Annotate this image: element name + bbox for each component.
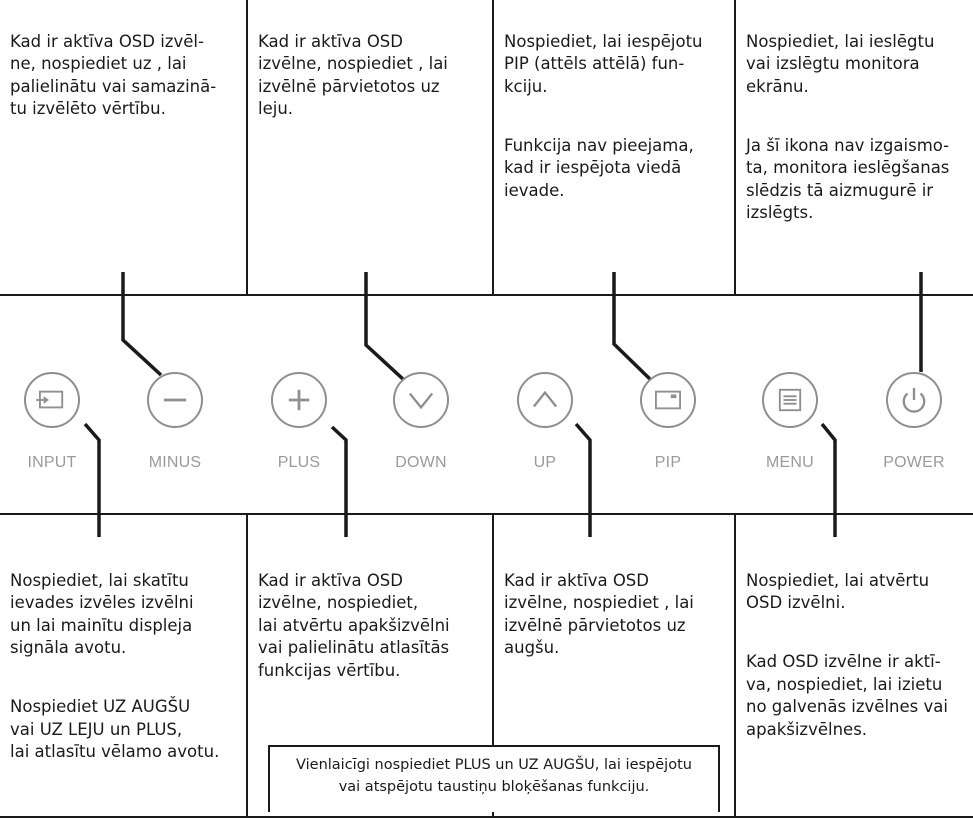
callout-paragraph: Nospiediet UZ AUGŠU vai UZ LEJU un PLUS,… [10, 697, 220, 761]
menu-button[interactable] [762, 372, 818, 428]
leader-line-down [364, 272, 406, 382]
power-button[interactable] [886, 372, 942, 428]
callout-paragraph: Kad ir aktīva OSD izvēl- ne, nospiediet … [10, 31, 217, 119]
pip-label: PIP [654, 454, 682, 471]
callout-paragraph: Ja šī ikona nav izgaismo- ta, monitora i… [746, 135, 950, 223]
top-callout-power-text: Nospiediet, lai ieslēgtu vai izslēgtu mo… [746, 8, 972, 261]
menu-icon [778, 388, 802, 412]
up-label: UP [533, 454, 557, 471]
top-callout-down-text: Kad ir aktīva OSD izvēlne, nospiediet , … [258, 8, 488, 157]
bottom-callout-menu-text: Nospiediet, lai atvērtu OSD izvēlni. Kad… [746, 547, 972, 778]
callout-paragraph: Kad ir aktīva OSD izvēlne, nospiediet, l… [258, 570, 450, 680]
top-callout-minus: Kad ir aktīva OSD izvēl- ne, nospiediet … [0, 0, 248, 296]
callout-paragraph: Kad ir aktīva OSD izvēlne, nospiediet , … [258, 31, 448, 119]
input-icon [36, 390, 64, 409]
minus-label: MINUS [148, 454, 202, 471]
power-label: POWER [883, 454, 945, 471]
bottom-callout-input: Nospiediet, lai skatītu ievades izvēles … [0, 513, 248, 818]
pip-button[interactable] [640, 372, 696, 428]
top-callout-pip-text: Nospiediet, lai iespējotu PIP (attēls at… [504, 8, 730, 239]
menu-label: MENU [766, 454, 814, 471]
top-callout-power: Nospiediet, lai ieslēgtu vai izslēgtu mo… [734, 0, 973, 296]
leader-line-up [574, 422, 592, 537]
bottom-callout-menu: Nospiediet, lai atvērtu OSD izvēlni. Kad… [734, 513, 973, 818]
plus-label: PLUS [277, 454, 321, 471]
down-label: DOWN [395, 454, 447, 471]
leader-line-menu [820, 422, 837, 537]
callout-paragraph: Funkcija nav pieejama, kad ir iespējota … [504, 135, 694, 200]
top-callout-pip: Nospiediet, lai iespējotu PIP (attēls at… [492, 0, 736, 296]
chevron-down-icon [408, 392, 434, 410]
down-button[interactable] [393, 372, 449, 428]
leader-line-plus [330, 425, 348, 537]
bottom-callout-input-text: Nospiediet, lai skatītu ievades izvēles … [10, 547, 242, 800]
power-icon [902, 387, 926, 413]
callout-paragraph: Nospiediet, lai iespējotu PIP (attēls at… [504, 31, 703, 96]
plus-icon [288, 389, 310, 411]
bottom-callout-up-text: Kad ir aktīva OSD izvēlne, nospiediet , … [504, 547, 730, 696]
leader-line-minus [121, 272, 163, 377]
bottom-callout-plus-text: Kad ir aktīva OSD izvēlne, nospiediet, l… [258, 547, 488, 719]
input-button[interactable] [24, 372, 80, 428]
plus-button[interactable] [271, 372, 327, 428]
minus-button[interactable] [147, 372, 203, 428]
minus-icon [163, 398, 187, 402]
top-callout-down: Kad ir aktīva OSD izvēlne, nospiediet , … [246, 0, 494, 296]
leader-line-pip [612, 272, 656, 385]
chevron-up-icon [532, 390, 558, 408]
callout-paragraph: Kad ir aktīva OSD izvēlne, nospiediet , … [504, 570, 694, 658]
top-callout-minus-text: Kad ir aktīva OSD izvēl- ne, nospiediet … [10, 8, 242, 157]
leader-line-input [83, 422, 101, 537]
callout-paragraph: Nospiediet, lai skatītu ievades izvēles … [10, 570, 194, 658]
key-lock-note: Vienlaicīgi nospiediet PLUS un UZ AUGŠU,… [268, 745, 720, 812]
callout-paragraph: Nospiediet, lai atvērtu OSD izvēlni. [746, 570, 930, 613]
up-button[interactable] [517, 372, 573, 428]
callout-paragraph: Kad OSD izvēlne ir aktī- va, nospiediet,… [746, 652, 948, 739]
input-label: INPUT [27, 454, 77, 471]
callout-paragraph: Nospiediet, lai ieslēgtu vai izslēgtu mo… [746, 31, 935, 96]
pip-icon [655, 390, 681, 410]
